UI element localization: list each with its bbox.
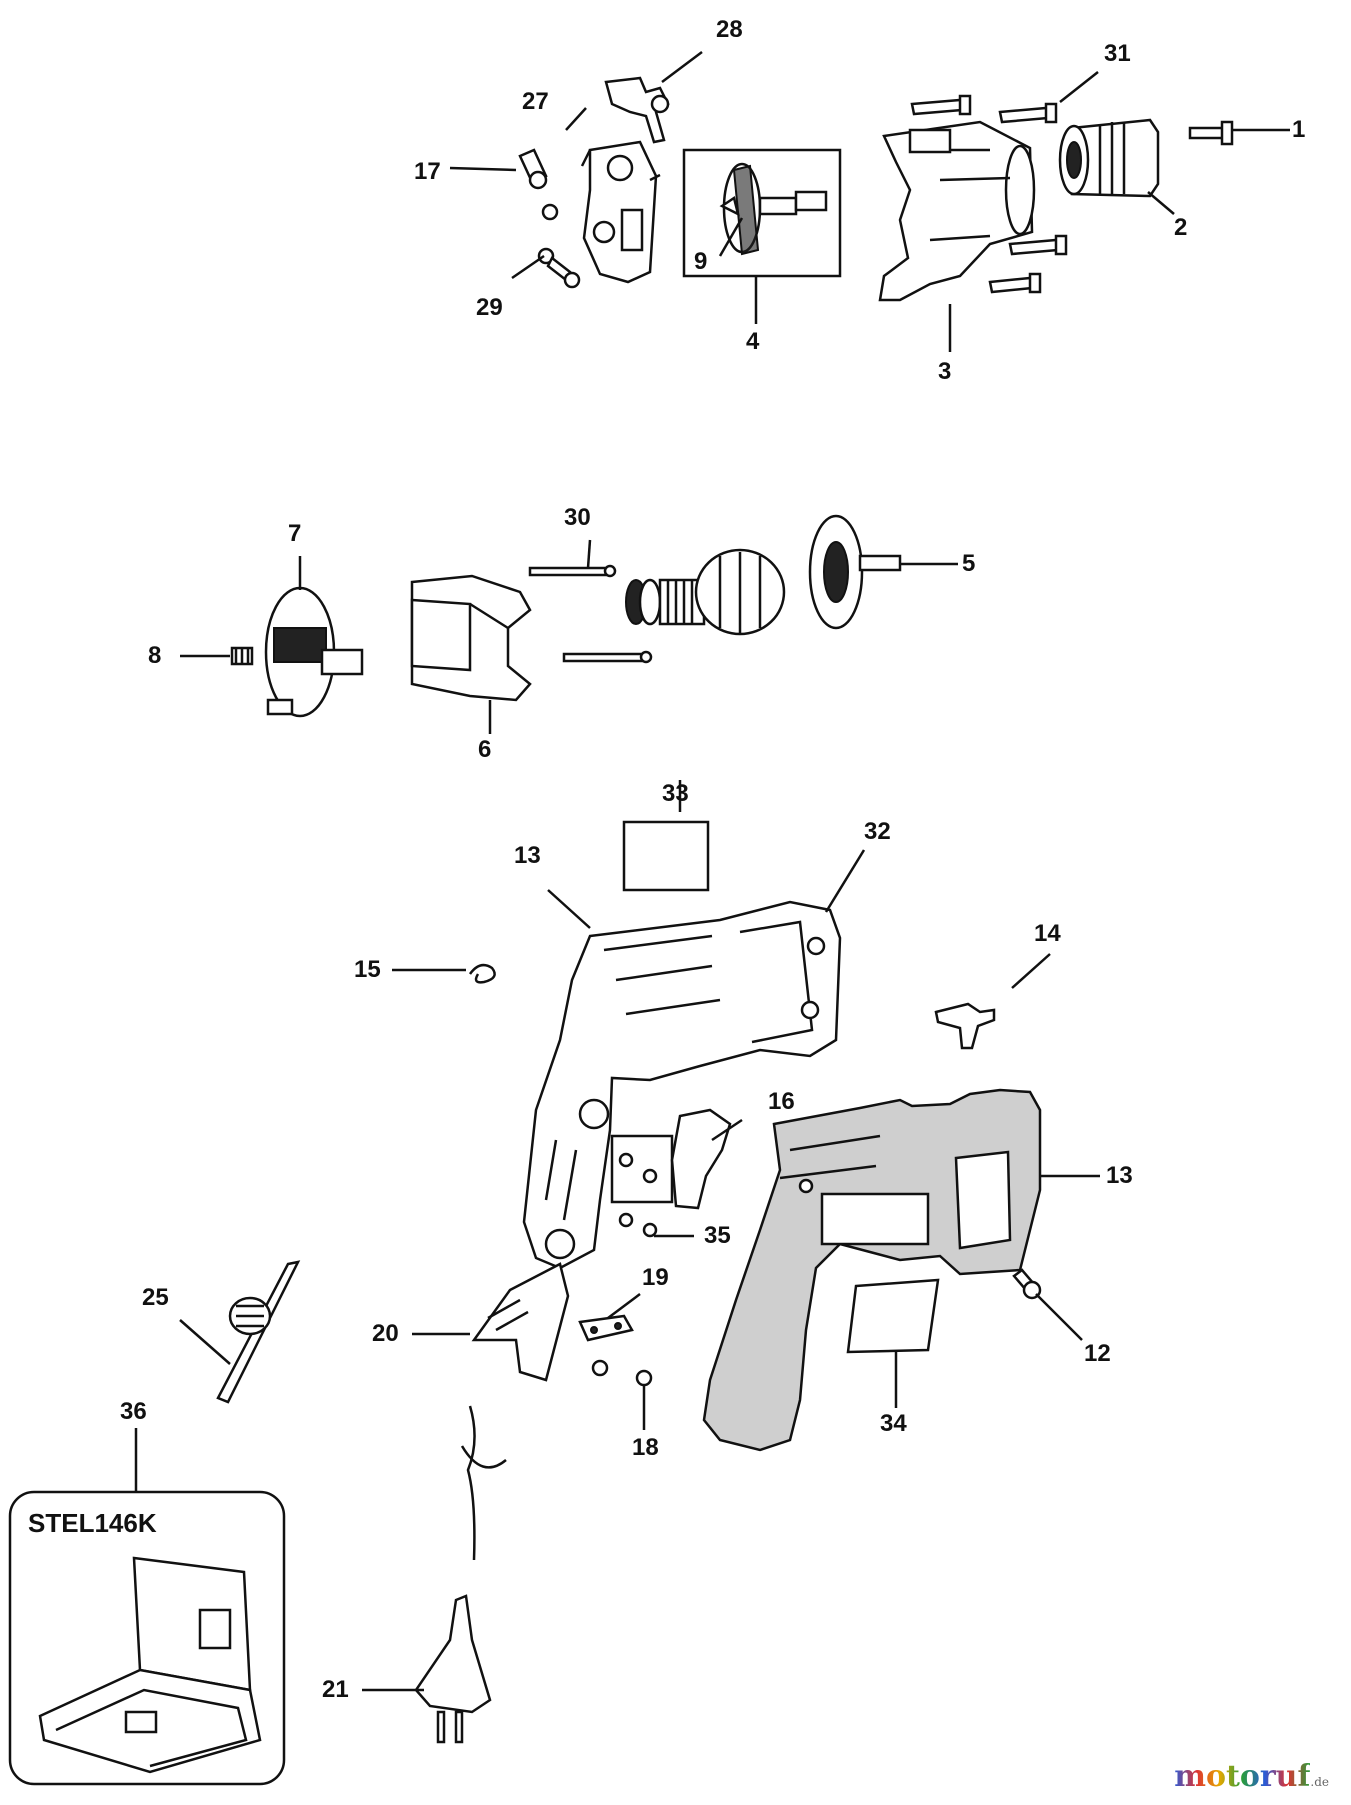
leader-lines xyxy=(134,51,1290,1692)
callout-36: 36 xyxy=(120,1398,147,1425)
part-4-gear-box xyxy=(682,148,842,278)
part-15-clip xyxy=(468,963,496,984)
watermark-suffix: .de xyxy=(1310,1775,1329,1789)
part-14-switch-button xyxy=(934,1002,996,1050)
part-27-gear-plate xyxy=(580,140,661,284)
part-3-gear-housing xyxy=(878,120,1036,302)
kit-label: STEL146K xyxy=(28,1508,157,1538)
callout-21: 21 xyxy=(322,1676,349,1703)
part-16-trigger-switch xyxy=(610,1108,732,1210)
callout-1: 1 xyxy=(1292,116,1306,143)
watermark-text: motoruf xyxy=(1174,1759,1311,1794)
callout-28: 28 xyxy=(716,16,743,43)
part-5-armature xyxy=(625,514,902,636)
part-17-screw xyxy=(518,148,548,190)
callout-32: 32 xyxy=(864,818,891,845)
callout-18: 18 xyxy=(632,1434,659,1461)
callout-27: 27 xyxy=(522,88,549,115)
callout-7: 7 xyxy=(288,520,302,547)
callout-8: 8 xyxy=(148,642,162,669)
callout-12: 12 xyxy=(1084,1340,1111,1367)
callout-31: 31 xyxy=(1104,40,1131,67)
callout-3: 3 xyxy=(938,358,952,385)
part-8-brushes xyxy=(230,646,254,666)
watermark: motoruf.de xyxy=(1174,1759,1329,1794)
callout-29: 29 xyxy=(476,294,503,321)
part-21-cord-plug xyxy=(414,1405,507,1744)
part-34-label xyxy=(846,1278,940,1354)
callout-16: 16 xyxy=(768,1088,795,1115)
part-6-stator xyxy=(410,574,532,702)
callout-19: 19 xyxy=(642,1264,669,1291)
callout-17: 17 xyxy=(414,158,441,185)
part-36-kit-box xyxy=(8,1490,286,1786)
callout-6: 6 xyxy=(478,736,492,763)
callout-20: 20 xyxy=(372,1320,399,1347)
callout-30: 30 xyxy=(564,504,591,531)
part-18-screws xyxy=(591,1359,653,1387)
part-33-label xyxy=(622,820,710,892)
callout-15: 15 xyxy=(354,956,381,983)
part-19-cord-clamp xyxy=(578,1314,634,1342)
part-25-chuck-key xyxy=(216,1260,301,1404)
part-29-screw xyxy=(537,247,581,289)
callout-13-right: 13 xyxy=(1106,1162,1133,1189)
part-7-brush-plate xyxy=(264,586,364,718)
callout-2: 2 xyxy=(1174,214,1188,241)
part-2-chuck xyxy=(1058,118,1160,198)
part-12-screw xyxy=(1012,1268,1042,1300)
callout-4: 4 xyxy=(746,328,760,355)
part-35-screws xyxy=(618,1212,658,1238)
callout-34: 34 xyxy=(880,1410,907,1437)
callout-9: 9 xyxy=(694,248,708,275)
callout-25: 25 xyxy=(142,1284,169,1311)
callout-33: 33 xyxy=(662,780,689,807)
part-1-screw xyxy=(1188,120,1234,146)
part-20-cord-guard xyxy=(471,1262,570,1382)
callout-35: 35 xyxy=(704,1222,731,1249)
washer xyxy=(541,203,559,221)
callout-13-left: 13 xyxy=(514,842,541,869)
part-30-long-screws xyxy=(528,564,653,664)
part-13-housing-left xyxy=(522,900,842,1270)
housing-screws xyxy=(910,94,1068,294)
part-28-lever xyxy=(604,76,670,144)
callout-14: 14 xyxy=(1034,920,1061,947)
callout-5: 5 xyxy=(962,550,976,577)
part-13-housing-right xyxy=(702,1088,1042,1452)
